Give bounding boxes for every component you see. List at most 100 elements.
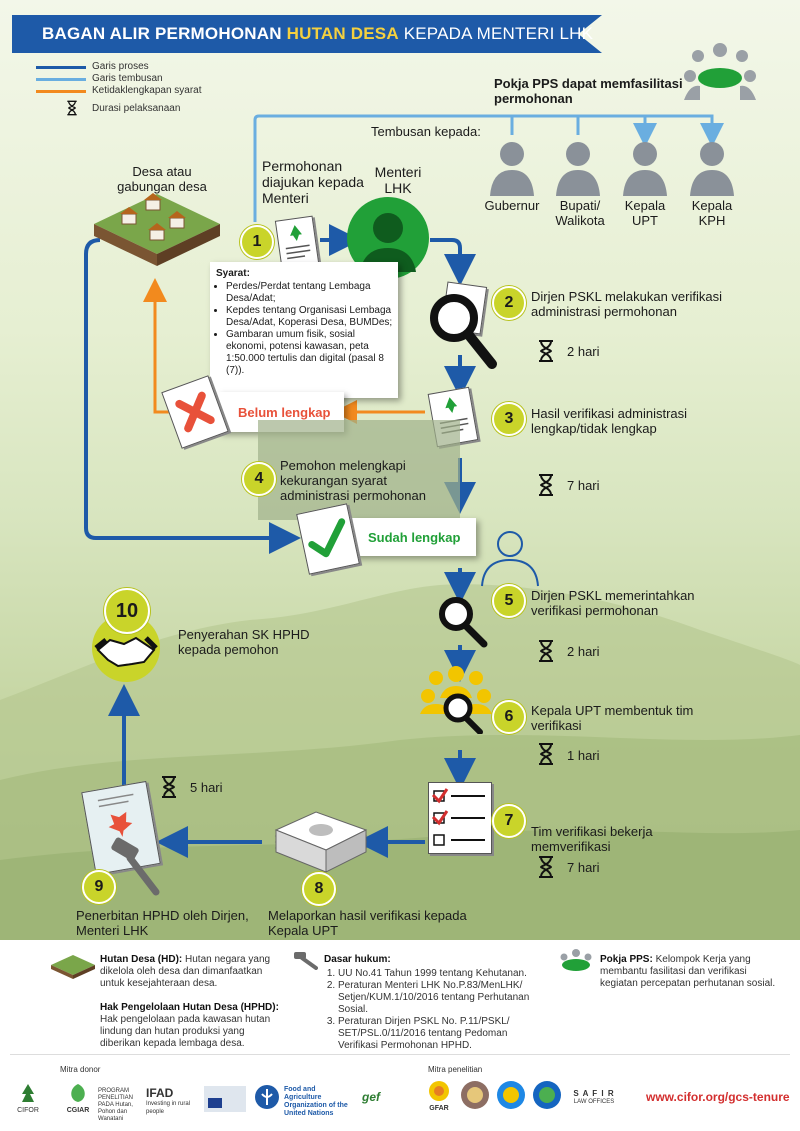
safir-logo: S A F I R LAW OFFICES — [568, 1090, 620, 1106]
belum-lengkap-label: Belum lengkap — [238, 405, 331, 420]
step-2-badge: 2 — [492, 286, 526, 320]
step-5-badge: 5 — [492, 584, 526, 618]
checklist-icon — [428, 782, 492, 854]
legend-line-incomplete — [36, 90, 86, 93]
mitra-penelitian-label: Mitra penelitian — [428, 1065, 483, 1074]
village-icon — [51, 955, 95, 979]
cgiar-logo: CGIAR — [60, 1082, 96, 1115]
handshake-icon — [92, 614, 160, 682]
tembusan-label: Tembusan kepada: — [371, 124, 481, 139]
hourglass-icon — [67, 100, 77, 116]
footer-hphd-title: Hak Pengelolaan Hutan Desa (HPHD): — [100, 1002, 279, 1013]
hills-background — [0, 584, 800, 940]
footer-pokja-definition: Pokja PPS: Kelompok Kerja yang membantu … — [600, 954, 780, 990]
gef-logo: gef — [362, 1090, 380, 1104]
recipient-gubernur: Gubernur — [484, 198, 540, 213]
gfar-logo: GFAR — [424, 1080, 454, 1113]
step-3-text: Hasil verifikasi administrasi lengkap/ti… — [531, 406, 688, 436]
step-5-duration: 2 hari — [567, 644, 600, 659]
legend-label-process: Garis proses — [92, 61, 149, 72]
gavel-icon — [111, 837, 160, 896]
safir-logo-text: S A F I R — [573, 1089, 615, 1098]
step-6-badge: 6 — [492, 700, 526, 734]
team-icon — [420, 666, 492, 734]
gavel-icon — [294, 952, 318, 970]
cgiar-logo-text: CGIAR — [66, 1107, 90, 1114]
ifad-logo: IFAD Investing in rural people — [146, 1086, 198, 1116]
step-4-text: Pemohon melengkapi kekurangan syarat adm… — [280, 458, 426, 503]
report-stack-icon — [274, 811, 368, 873]
step-2-duration: 2 hari — [567, 344, 600, 359]
step-4-area — [258, 420, 460, 520]
step-2-text: Dirjen PSKL melakukan verifikasi adminis… — [531, 289, 722, 319]
syarat-title: Syarat: — [216, 268, 250, 279]
footer-divider — [10, 1054, 790, 1055]
website-link[interactable]: www.cifor.org/gcs-tenure — [646, 1090, 790, 1104]
hourglass-icon — [539, 856, 553, 878]
hourglass-icon — [539, 340, 553, 362]
ifad-logo-sub: Investing in rural people — [146, 1101, 191, 1115]
footer-dasar-item: UU No.41 Tahun 1999 tentang Kehutanan. — [338, 968, 534, 980]
title-banner — [12, 15, 602, 53]
check-mark-icon — [308, 518, 346, 558]
syarat-item: Kepdes tentang Organisasi Lembaga Desa/A… — [226, 305, 394, 329]
recipient-bupati: Bupati/ Walikota — [555, 198, 605, 228]
hourglass-icon — [162, 776, 176, 798]
recipient-kepala-kph: Kepala KPH — [691, 198, 733, 228]
safir-logo-sub: LAW OFFICES — [573, 1099, 615, 1105]
step-4-duration: 7 hari — [567, 478, 600, 493]
footer-pokja-title: Pokja PPS: — [600, 954, 653, 965]
person-icon — [623, 142, 667, 196]
flow-arrows — [84, 114, 724, 858]
person-icon — [556, 142, 600, 196]
cifor-logo: CIFOR — [10, 1084, 46, 1115]
mitra-donor-label: Mitra donor — [60, 1065, 101, 1074]
eu-logo — [204, 1086, 246, 1112]
step-10-text: Penyerahan SK HPHD kepada pemohon — [178, 627, 310, 657]
syarat-box — [210, 262, 398, 398]
ifad-logo-text: IFAD — [146, 1086, 174, 1100]
syarat-box-content: Syarat: Perdes/Perdat tentang Lembaga De… — [216, 268, 394, 377]
footer-dasar-hukum: Dasar hukum: UU No.41 Tahun 1999 tentang… — [324, 954, 534, 1052]
university-seal-icon — [533, 1081, 561, 1109]
fao-logo-icon — [255, 1085, 279, 1109]
syarat-item: Gambaran umum fisik, sosial ekonomi, pot… — [226, 329, 394, 377]
page-title: BAGAN ALIR PERMOHONAN HUTAN DESA KEPADA … — [42, 24, 594, 43]
magnifier-icon — [430, 294, 497, 369]
decree-document-icon — [81, 780, 161, 876]
footer-hphd-text: Hak pengelolaan pada kawasan hutan lindu… — [100, 1014, 271, 1049]
sudah-lengkap-label: Sudah lengkap — [368, 530, 461, 545]
step-1-badge: 1 — [240, 225, 274, 259]
gfar-logo-text: GFAR — [429, 1105, 449, 1112]
person-outline-icon — [481, 531, 539, 587]
step-7-duration: 7 hari — [567, 860, 600, 875]
step-8-badge: 8 — [302, 872, 336, 906]
university-seal-icon — [497, 1081, 525, 1109]
hourglass-icon — [539, 640, 553, 662]
pokja-group-icon — [684, 43, 756, 100]
step-9-text: Penerbitan HPHD oleh Dirjen, Menteri LHK — [76, 908, 249, 938]
step-5-text: Dirjen PSKL memerintahkan verifikasi per… — [531, 588, 695, 618]
footer-hd-title: Hutan Desa (HD): — [100, 954, 183, 965]
step-6-duration: 1 hari — [567, 748, 600, 763]
pokja-group-icon — [560, 949, 592, 971]
university-seal-icon — [461, 1081, 489, 1109]
menteri-label: Menteri LHK — [374, 164, 422, 196]
footer-dasar-title: Dasar hukum: — [324, 954, 391, 965]
garuda-emblem-icon — [97, 793, 134, 837]
footer-hphd-definition: Hak Pengelolaan Hutan Desa (HPHD):Hak pe… — [100, 1002, 280, 1050]
legend-label-incomplete: Ketidaklengkapan syarat — [92, 85, 202, 96]
hourglass-icon — [539, 474, 553, 496]
step-6-text: Kepala UPT membentuk tim verifikasi — [531, 703, 694, 733]
footer-hd-text: Hutan negara yang dikelola oleh desa dan… — [100, 954, 271, 989]
document-icon — [274, 215, 320, 269]
magnifier-icon — [439, 597, 488, 648]
step-4-badge: 4 — [242, 462, 276, 496]
footer-hd-definition: Hutan Desa (HD): Hutan negara yang dikel… — [100, 954, 280, 990]
minister-icon — [347, 197, 429, 279]
person-icon — [690, 142, 734, 196]
legend-label-duration: Durasi pelaksanaan — [92, 103, 181, 114]
hourglass-icon — [539, 743, 553, 765]
step-7-badge: 7 — [492, 804, 526, 838]
footer: Hutan Desa (HD): Hutan negara yang dikel… — [0, 940, 800, 1131]
